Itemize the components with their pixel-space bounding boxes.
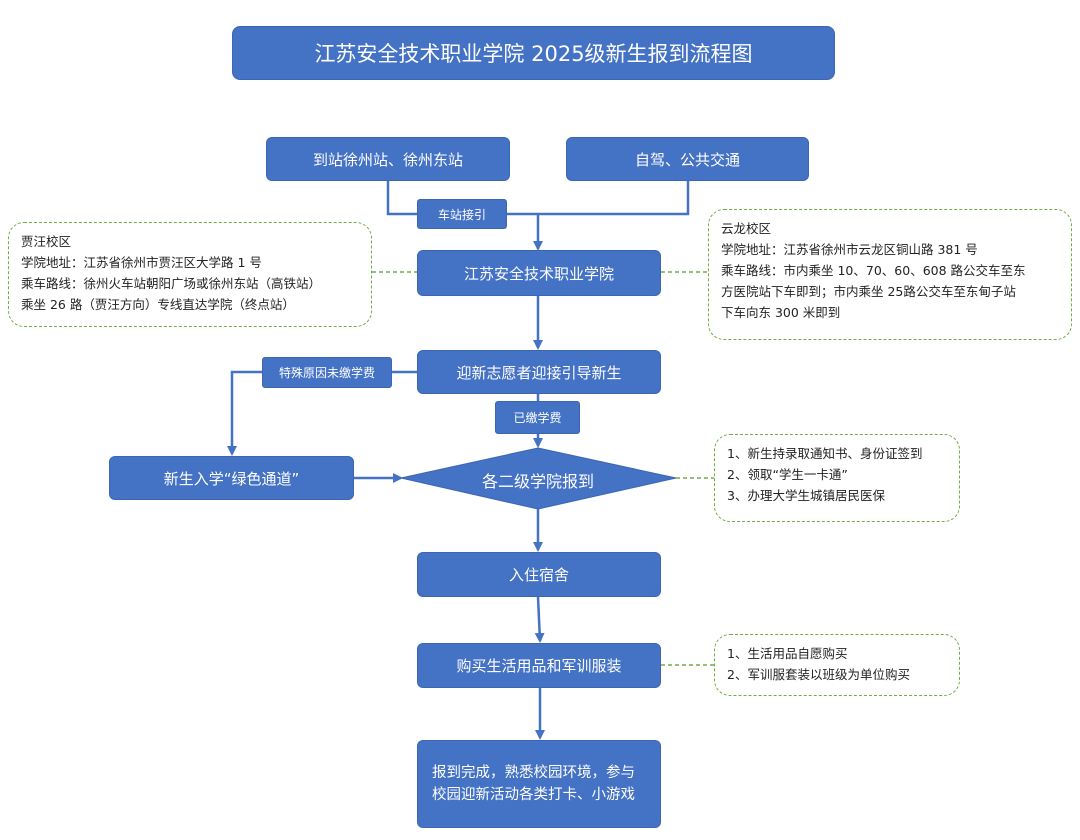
register-step-3: 3、办理大学生城镇居民医保 xyxy=(727,488,885,503)
college-node: 江苏安全技术职业学院 xyxy=(417,250,661,296)
jiawang-line-3: 乘坐 26 路（贾汪方向）专线直达学院（终点站） xyxy=(21,297,295,312)
arrive-station-node: 到站徐州站、徐州东站 xyxy=(266,137,510,181)
yunlong-campus-note: 云龙校区 学院地址：江苏省徐州市云龙区铜山路 381 号 乘车路线：市内乘坐 1… xyxy=(708,209,1072,340)
register-steps-note: 1、新生持录取通知书、身份证签到 2、领取“学生一卡通” 3、办理大学生城镇居民… xyxy=(714,434,960,522)
purchase-step-2: 2、军训服套装以班级为单位购买 xyxy=(727,667,910,682)
purchase-step-1: 1、生活用品自愿购买 xyxy=(727,646,848,661)
jiawang-line-1: 学院地址：江苏省徐州市贾汪区大学路 1 号 xyxy=(21,255,262,270)
yunlong-line-0: 云龙校区 xyxy=(721,221,772,236)
purchase-steps-note: 1、生活用品自愿购买 2、军训服套装以班级为单位购买 xyxy=(714,634,960,696)
yunlong-line-2: 乘车路线：市内乘坐 10、70、60、608 路公交车至东 xyxy=(721,263,1026,278)
dorm-node: 入住宿舍 xyxy=(417,552,661,597)
yunlong-line-4: 下车向东 300 米即到 xyxy=(721,305,841,320)
complete-node: 报到完成，熟悉校园环境，参与校园迎新活动各类打卡、小游戏 xyxy=(417,740,661,828)
volunteers-node: 迎新志愿者迎接引导新生 xyxy=(417,350,661,394)
register-step-2: 2、领取“学生一卡通” xyxy=(727,467,848,482)
yunlong-line-1: 学院地址：江苏省徐州市云龙区铜山路 381 号 xyxy=(721,242,978,257)
jiawang-line-2: 乘车路线：徐州火车站朝阳广场或徐州东站（高铁站） xyxy=(21,276,322,291)
edge-dorm-to-buy xyxy=(534,596,545,643)
register-diamond xyxy=(400,447,677,510)
special-reason-label: 特殊原因未缴学费 xyxy=(262,357,392,388)
page-title: 江苏安全技术职业学院 2025级新生报到流程图 xyxy=(232,26,835,80)
self-drive-node: 自驾、公共交通 xyxy=(566,137,809,181)
jiawang-campus-note: 贾汪校区 学院地址：江苏省徐州市贾汪区大学路 1 号 乘车路线：徐州火车站朝阳广… xyxy=(8,222,372,327)
green-channel-node: 新生入学“绿色通道” xyxy=(109,456,354,500)
station-guide-label: 车站接引 xyxy=(417,199,507,229)
buy-goods-node: 购买生活用品和军训服装 xyxy=(417,643,661,688)
yunlong-line-3: 方医院站下车即到；市内乘坐 25路公交车至东甸子站 xyxy=(721,284,1016,299)
jiawang-line-0: 贾汪校区 xyxy=(21,234,72,249)
register-step-1: 1、新生持录取通知书、身份证签到 xyxy=(727,446,923,461)
paid-fee-label: 已缴学费 xyxy=(495,401,580,434)
register-node-label: 各二级学院报到 xyxy=(481,472,594,491)
